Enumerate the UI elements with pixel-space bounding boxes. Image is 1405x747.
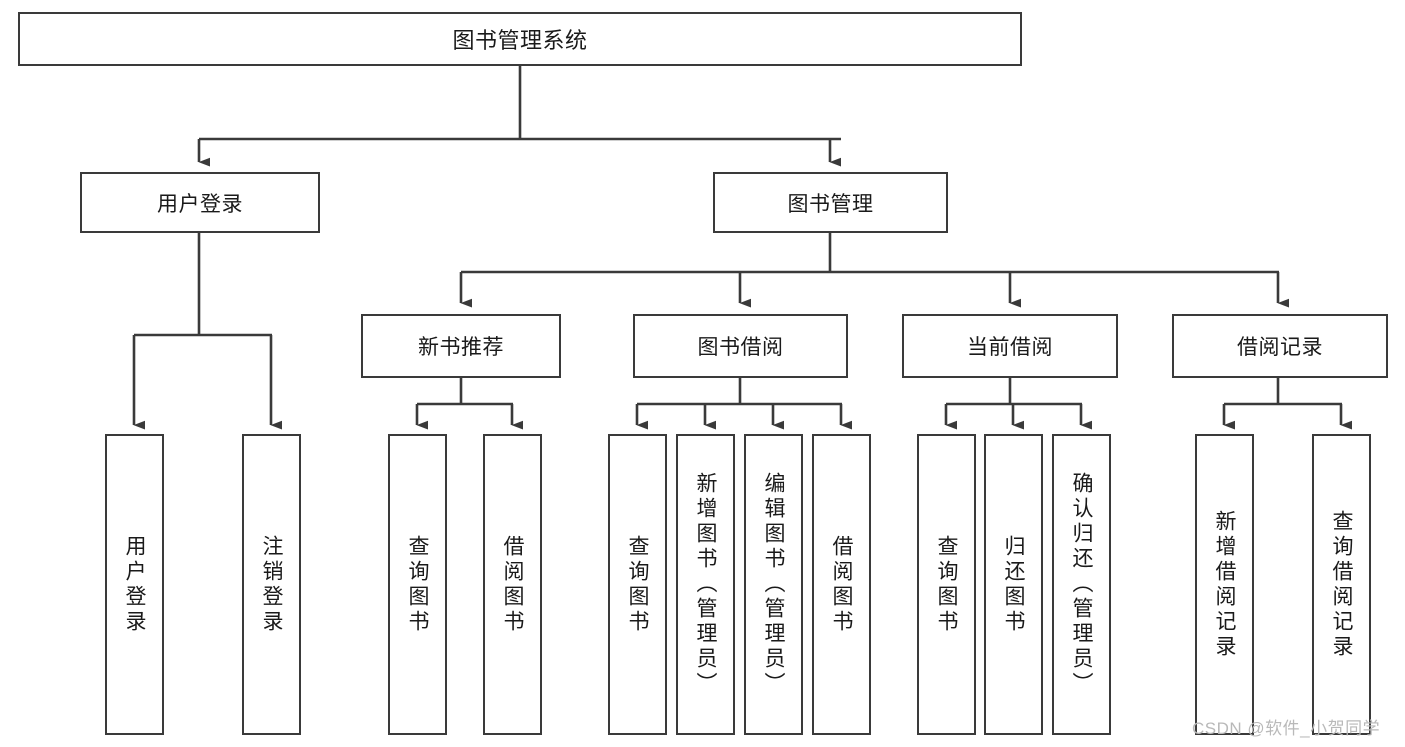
- node-book-manage[interactable]: 图书管理: [713, 172, 948, 233]
- node-label: 编辑图书（管理员）: [762, 472, 785, 697]
- node-label: 查询图书: [626, 534, 649, 635]
- node-label: 确认归还（管理员）: [1070, 472, 1093, 697]
- leaf-book-borrow-borrow[interactable]: 借阅图书: [812, 434, 871, 735]
- node-label: 查询图书: [406, 534, 429, 635]
- leaf-user-login-login[interactable]: 用户登录: [105, 434, 164, 735]
- node-book-borrow[interactable]: 图书借阅: [633, 314, 848, 378]
- node-label: 图书管理: [787, 192, 874, 216]
- node-label: 图书借阅: [697, 336, 784, 359]
- leaf-borrow-record-query[interactable]: 查询借阅记录: [1312, 434, 1371, 735]
- leaf-book-borrow-edit[interactable]: 编辑图书（管理员）: [744, 434, 803, 735]
- node-label: 注销登录: [260, 534, 283, 635]
- node-label: 借阅记录: [1237, 336, 1323, 359]
- node-label: 借阅图书: [830, 534, 853, 635]
- node-borrow-record[interactable]: 借阅记录: [1172, 314, 1388, 378]
- node-current-borrow[interactable]: 当前借阅: [902, 314, 1118, 378]
- node-label: 新书推荐: [418, 336, 504, 359]
- csdn-watermark: CSDN @软件_小贺同学: [1192, 719, 1381, 738]
- leaf-current-borrow-confirm[interactable]: 确认归还（管理员）: [1052, 434, 1111, 735]
- node-label: 用户登录: [157, 192, 243, 216]
- node-label: 新增借阅记录: [1213, 509, 1236, 660]
- leaf-book-borrow-query[interactable]: 查询图书: [608, 434, 667, 735]
- node-root-system[interactable]: 图书管理系统: [18, 12, 1022, 66]
- node-label: 图书管理系统: [452, 28, 588, 53]
- node-new-book-recommend[interactable]: 新书推荐: [361, 314, 561, 378]
- node-label: 借阅图书: [501, 534, 524, 635]
- node-label: 归还图书: [1002, 534, 1025, 635]
- leaf-user-login-logout[interactable]: 注销登录: [242, 434, 301, 735]
- node-user-login[interactable]: 用户登录: [80, 172, 320, 233]
- node-label: 用户登录: [123, 534, 146, 635]
- leaf-current-borrow-query[interactable]: 查询图书: [917, 434, 976, 735]
- node-label: 查询借阅记录: [1330, 509, 1353, 660]
- leaf-new-book-query[interactable]: 查询图书: [388, 434, 447, 735]
- leaf-borrow-record-add[interactable]: 新增借阅记录: [1195, 434, 1254, 735]
- node-label: 查询图书: [935, 534, 958, 635]
- leaf-current-borrow-return[interactable]: 归还图书: [984, 434, 1043, 735]
- node-label: 新增图书（管理员）: [694, 472, 717, 697]
- node-label: 当前借阅: [967, 336, 1053, 359]
- leaf-new-book-borrow[interactable]: 借阅图书: [483, 434, 542, 735]
- leaf-book-borrow-add[interactable]: 新增图书（管理员）: [676, 434, 735, 735]
